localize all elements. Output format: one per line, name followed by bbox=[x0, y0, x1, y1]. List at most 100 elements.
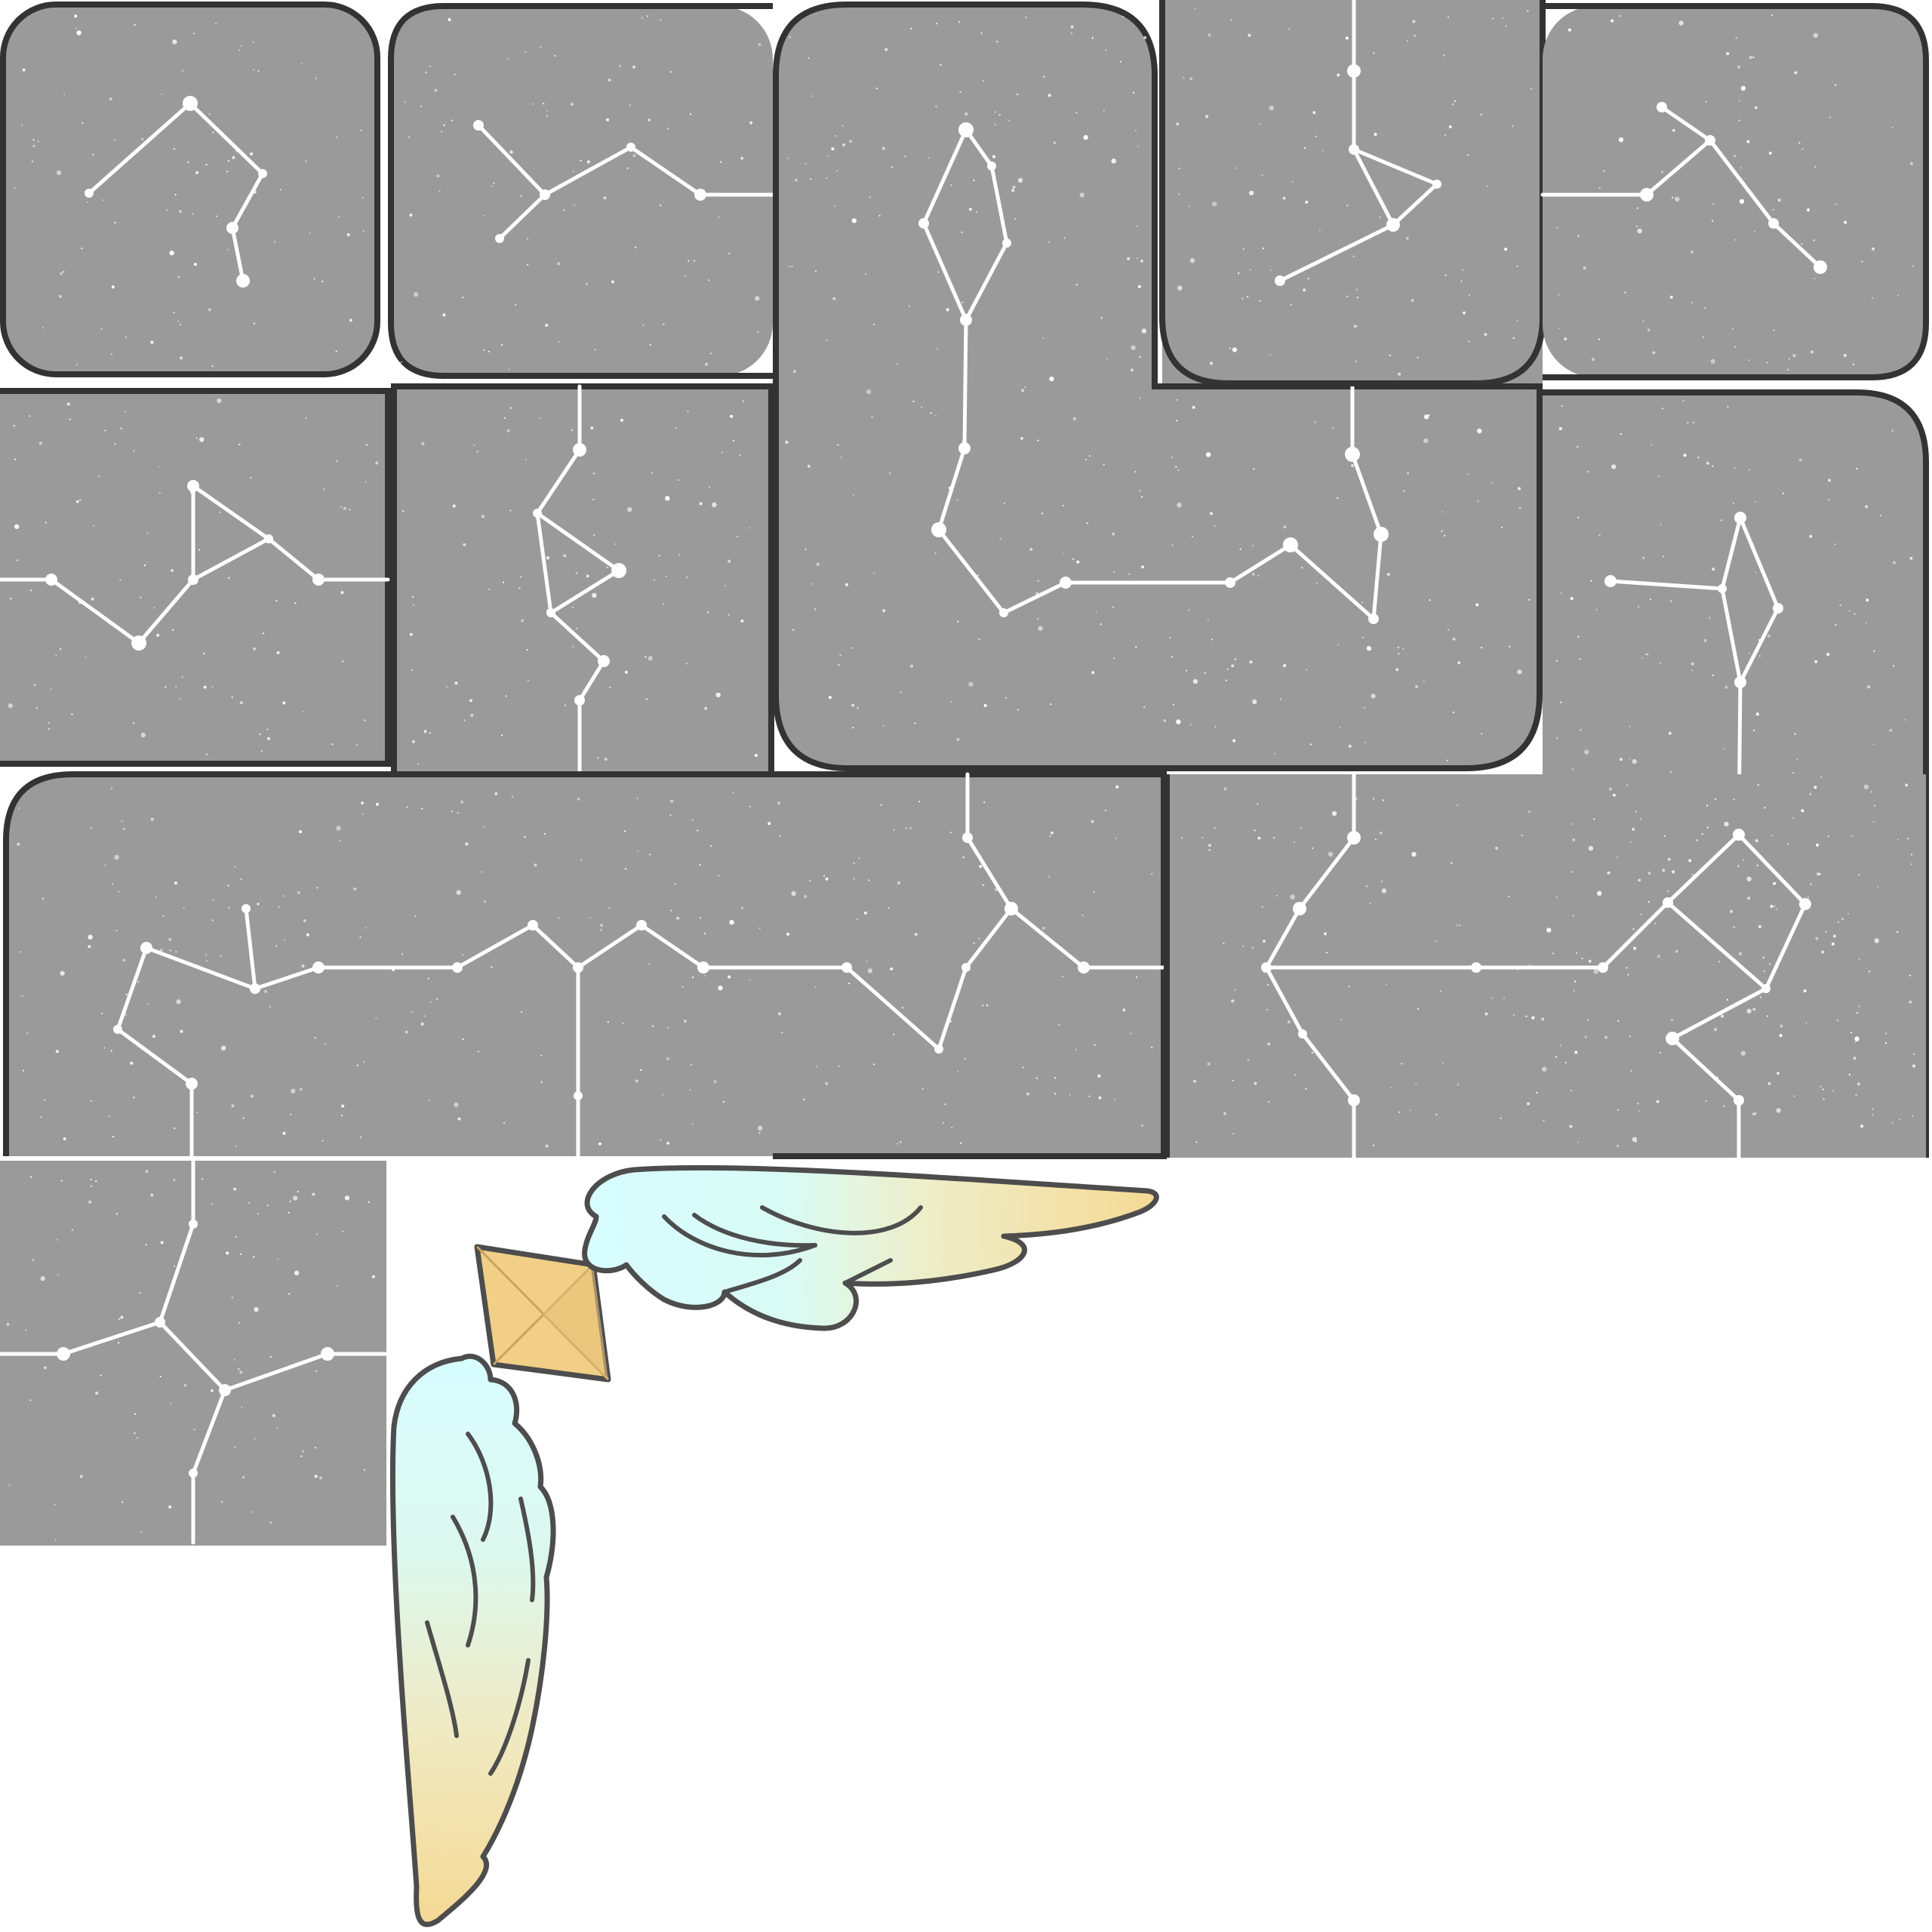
star bbox=[1176, 122, 1180, 126]
star bbox=[32, 145, 35, 147]
star bbox=[1373, 1144, 1375, 1146]
star bbox=[1555, 1056, 1558, 1058]
star bbox=[291, 1088, 296, 1094]
star bbox=[1579, 658, 1581, 660]
star bbox=[335, 350, 337, 352]
star bbox=[896, 363, 898, 365]
star bbox=[1484, 1012, 1488, 1016]
star bbox=[443, 124, 445, 127]
star bbox=[1668, 731, 1672, 735]
star bbox=[1345, 36, 1349, 40]
star bbox=[1771, 14, 1774, 17]
star bbox=[758, 927, 761, 929]
star bbox=[1690, 669, 1694, 672]
star bbox=[1223, 787, 1227, 791]
star bbox=[400, 361, 402, 363]
star bbox=[1872, 1114, 1874, 1116]
star bbox=[463, 543, 466, 546]
star bbox=[1754, 500, 1756, 503]
star bbox=[565, 704, 567, 706]
star bbox=[1356, 297, 1358, 299]
star bbox=[1141, 328, 1147, 334]
star bbox=[838, 1065, 840, 1067]
star bbox=[1232, 347, 1238, 352]
star bbox=[193, 263, 197, 266]
star bbox=[543, 832, 546, 835]
star bbox=[1242, 945, 1244, 947]
star bbox=[60, 272, 63, 275]
star bbox=[435, 998, 438, 1000]
star bbox=[253, 322, 256, 325]
star bbox=[918, 801, 921, 803]
star bbox=[18, 807, 20, 810]
star bbox=[1372, 798, 1375, 800]
star bbox=[809, 880, 811, 882]
star bbox=[1776, 220, 1778, 223]
star bbox=[1777, 1072, 1780, 1075]
star bbox=[1204, 672, 1206, 675]
star bbox=[1577, 635, 1580, 638]
star bbox=[1037, 439, 1039, 441]
star bbox=[14, 186, 17, 189]
star bbox=[1440, 990, 1442, 992]
star bbox=[1291, 181, 1294, 183]
star bbox=[1897, 931, 1899, 934]
star bbox=[968, 681, 974, 687]
star bbox=[171, 1332, 174, 1334]
star bbox=[642, 324, 645, 326]
star bbox=[158, 492, 161, 494]
star bbox=[273, 1171, 275, 1173]
star bbox=[1075, 1048, 1078, 1051]
star bbox=[180, 356, 183, 360]
star-field bbox=[6, 8, 1915, 1541]
star bbox=[1017, 94, 1019, 96]
star bbox=[1749, 469, 1751, 471]
star bbox=[294, 1270, 300, 1276]
star bbox=[1070, 25, 1074, 29]
star bbox=[838, 663, 840, 666]
star bbox=[792, 370, 796, 374]
star bbox=[1831, 942, 1835, 946]
star bbox=[266, 728, 269, 731]
star bbox=[732, 439, 735, 442]
star bbox=[795, 178, 798, 182]
star bbox=[1564, 337, 1567, 341]
star bbox=[1847, 912, 1850, 915]
star bbox=[1710, 358, 1715, 365]
star bbox=[904, 155, 906, 158]
star bbox=[1652, 351, 1656, 355]
star bbox=[254, 1306, 259, 1312]
star bbox=[557, 262, 561, 266]
star bbox=[31, 160, 34, 162]
star bbox=[1740, 85, 1746, 91]
star bbox=[624, 670, 628, 674]
star bbox=[276, 651, 280, 654]
star bbox=[1038, 626, 1043, 631]
star bbox=[832, 297, 836, 300]
star bbox=[928, 157, 930, 159]
star bbox=[253, 1256, 255, 1258]
star bbox=[526, 648, 528, 651]
star bbox=[1585, 1036, 1587, 1038]
star bbox=[465, 842, 469, 846]
star bbox=[681, 986, 684, 988]
star bbox=[434, 88, 438, 92]
star bbox=[607, 1021, 609, 1023]
star bbox=[1672, 128, 1675, 132]
star bbox=[312, 1192, 315, 1196]
star bbox=[1723, 1105, 1725, 1107]
star bbox=[620, 418, 623, 422]
star bbox=[63, 1137, 66, 1140]
star bbox=[728, 559, 731, 563]
star bbox=[1618, 15, 1621, 17]
star bbox=[38, 441, 42, 445]
star bbox=[814, 986, 817, 988]
constellation-tile-1 bbox=[0, 2, 380, 377]
star bbox=[1611, 464, 1617, 469]
star bbox=[1332, 427, 1334, 429]
star bbox=[992, 155, 995, 158]
star bbox=[1758, 638, 1761, 641]
star bbox=[1466, 154, 1469, 156]
star bbox=[979, 865, 983, 869]
star bbox=[691, 1123, 694, 1125]
